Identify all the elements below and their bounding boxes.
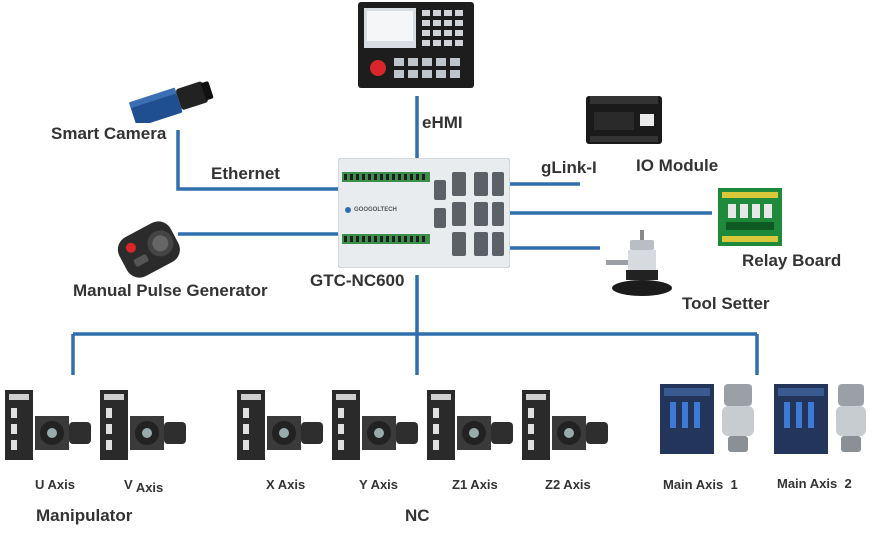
spindle-motor-icon <box>836 384 866 452</box>
spindle-driver-icon <box>774 384 866 454</box>
tool-setter-icon <box>606 230 672 296</box>
ethernet-label: Ethernet <box>211 164 280 183</box>
io-module-icon <box>586 96 662 144</box>
servo-drive-icon <box>237 390 323 460</box>
controller-icon: GOOGOLTECH <box>337 157 511 269</box>
io-module-label: IO Module <box>636 156 719 175</box>
glink-label: gLink-I <box>541 158 597 177</box>
controller-label: GTC-NC600 <box>310 271 405 290</box>
servo-drive-icon <box>427 390 513 460</box>
controller-brand: GOOGOLTECH <box>354 207 397 213</box>
v-axis-label: V Axis <box>124 477 164 495</box>
ehmi-label: eHMI <box>422 113 463 132</box>
ethernet-link <box>176 130 338 191</box>
z2-axis-label: Z2 Axis <box>545 477 591 492</box>
main-axis-2-label: Main Axis 2 <box>777 476 852 491</box>
x-axis-label: X Axis <box>266 477 306 492</box>
servo-drive-icon <box>5 390 91 460</box>
tool-setter-label: Tool Setter <box>682 294 770 313</box>
servo-drive-icon <box>522 390 608 460</box>
smart-camera-label: Smart Camera <box>51 124 167 143</box>
spindle-driver-icon <box>660 384 754 454</box>
manipulator-group-label: Manipulator <box>36 506 133 525</box>
handwheel-icon <box>117 221 180 278</box>
servo-drive-icon <box>332 390 418 460</box>
u-axis-label: U Axis <box>35 477 75 492</box>
nc-group-label: NC <box>405 506 430 525</box>
main-axis-1-label: Main Axis 1 <box>663 477 738 492</box>
spindle-motor-icon <box>722 384 754 452</box>
cnc-panel-icon <box>358 2 474 88</box>
servo-drive-icon <box>100 390 186 460</box>
camera-icon <box>128 81 214 123</box>
z1-axis-label: Z1 Axis <box>452 477 498 492</box>
servo-motor-icon <box>5 390 91 460</box>
relay-board-label: Relay Board <box>742 251 842 270</box>
relay-board-icon <box>718 188 782 246</box>
y-axis-label: Y Axis <box>359 477 399 492</box>
mpg-label: Manual Pulse Generator <box>73 281 268 300</box>
